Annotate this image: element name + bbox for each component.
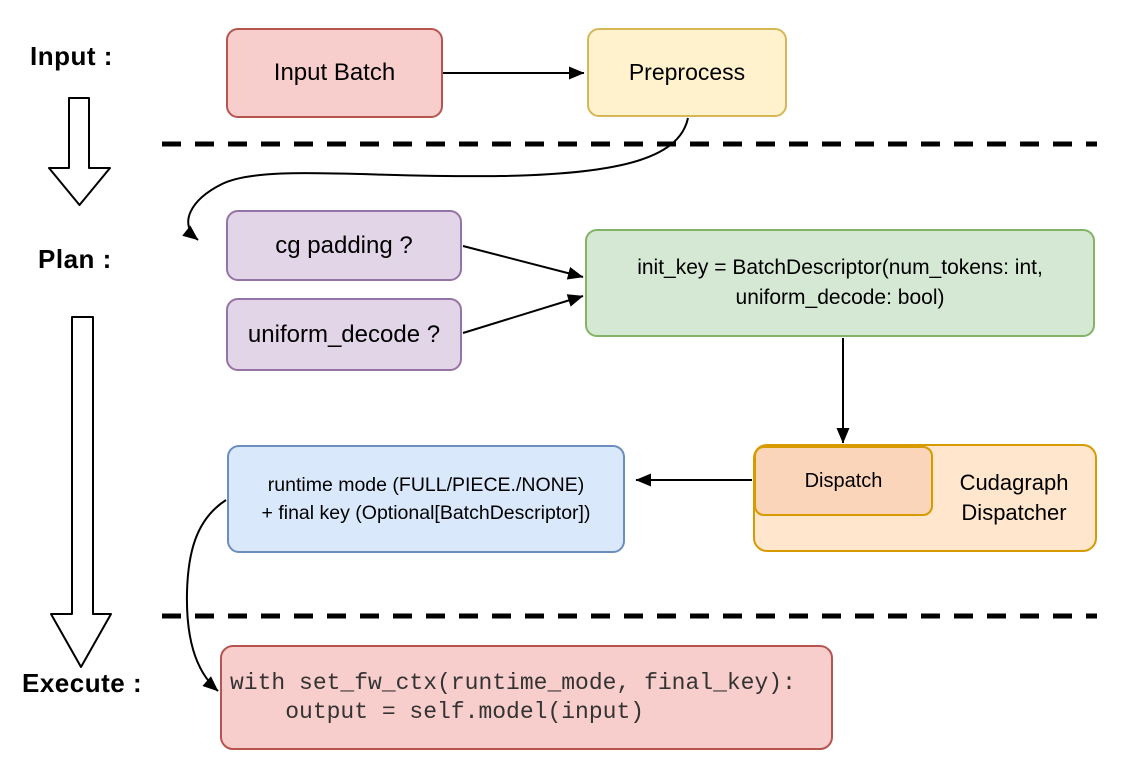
preprocess-label: Preprocess xyxy=(628,59,746,86)
down-arrow-icon xyxy=(50,316,112,668)
input-batch-label: Input Batch xyxy=(273,59,396,86)
init-key-node: init_key = BatchDescriptor(num_tokens: i… xyxy=(585,229,1095,337)
down-arrow-icon xyxy=(48,97,111,206)
execute-code-node: with set_fw_ctx(runtime_mode, final_key)… xyxy=(220,645,833,750)
execute-code-line1: with set_fw_ctx(runtime_mode, final_key)… xyxy=(230,669,796,696)
dispatch-label: Dispatch xyxy=(804,469,883,492)
execute-code-line2: output = self.model(input) xyxy=(230,698,645,725)
runtime-mode-line2: + final key (Optional[BatchDescriptor]) xyxy=(261,502,591,524)
init-key-line2: uniform_decode: bool) xyxy=(735,286,945,309)
cg-padding-node: cg padding ? xyxy=(226,210,462,281)
dispatch-node: Dispatch xyxy=(754,446,933,516)
stage-label-input: Input : xyxy=(30,41,113,71)
arrow-cgpadding-to-initkey xyxy=(462,245,584,280)
runtime-mode-line1: runtime mode (FULL/PIECE./NONE) xyxy=(267,474,585,496)
uniform-decode-node: uniform_decode ? xyxy=(226,298,462,371)
runtime-mode-node: runtime mode (FULL/PIECE./NONE) + final … xyxy=(227,445,625,553)
stage-label-plan: Plan : xyxy=(38,244,112,274)
init-key-line1: init_key = BatchDescriptor(num_tokens: i… xyxy=(637,256,1043,279)
uniform-decode-label: uniform_decode ? xyxy=(247,320,441,348)
cg-padding-label: cg padding ? xyxy=(275,231,413,259)
input-batch-node: Input Batch xyxy=(226,28,443,118)
cudagraph-dispatcher-label: Cudagraph Dispatcher xyxy=(959,470,1069,525)
preprocess-node: Preprocess xyxy=(587,28,787,117)
stage-label-execute: Execute : xyxy=(22,668,143,698)
arrow-uniformdecode-to-initkey xyxy=(462,294,584,334)
